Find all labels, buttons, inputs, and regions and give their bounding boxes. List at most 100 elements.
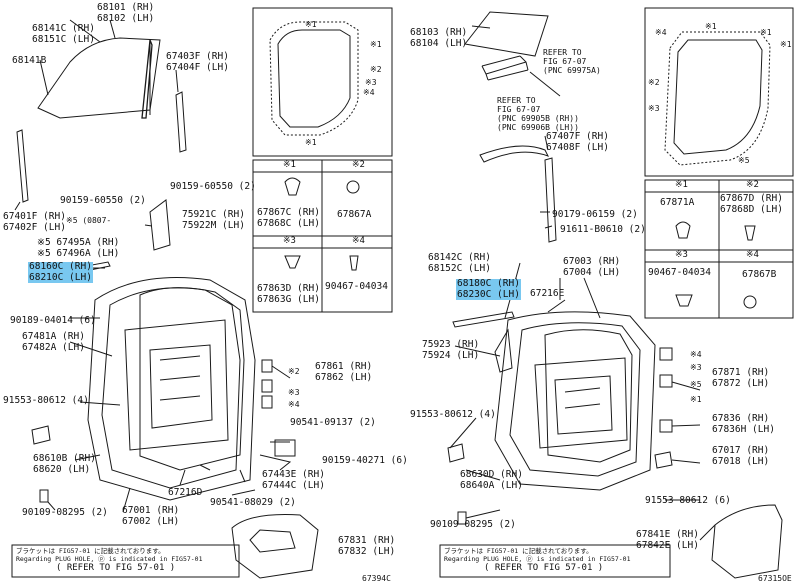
label-67481a: 67481A (RH) 67482A (LH): [22, 331, 85, 353]
right-run-channel: [479, 145, 550, 163]
table-right-part-1: 67871A: [660, 197, 695, 208]
left-door-glass: [37, 37, 161, 119]
table-right-part-2: 67867D (RH) 67868D (LH): [720, 193, 783, 215]
label-90541-b: 90541-08029 (2): [210, 497, 296, 508]
callout-3: ※3: [648, 104, 660, 113]
label-91553-a: 91553-80612 (4): [410, 409, 496, 420]
label-67443e: 67443E (RH) 67444C (LH): [262, 469, 325, 491]
note-right-jp: ブラケットは FIG57-01 に記載されております。: [444, 547, 593, 555]
label-90159-b: 90159-60550 (2): [170, 181, 256, 192]
label-90109: 90109-08295 (2): [22, 507, 108, 518]
label-91611: 91611-B0610 (2): [560, 224, 646, 235]
callout-4: ※4: [655, 28, 667, 37]
note-left-jp: ブラケットは FIG57-01 に記載されております。: [16, 547, 165, 555]
label-67403f: 67403F (RH) 67404F (LH): [166, 51, 229, 73]
label-67871: 67871 (RH) 67872 (LH): [712, 367, 770, 389]
table-left-part-3: 67863D (RH) 67863G (LH): [257, 283, 320, 305]
label-91553-b: 91553-80612 (6): [645, 495, 731, 506]
note-left-en: Regarding PLUG HOLE, ⓟ is indicated in F…: [16, 555, 203, 563]
right-service-cover: [711, 504, 783, 579]
left-service-cover: [231, 514, 319, 579]
callout-1: ※1: [305, 20, 317, 29]
label-68160c-highlighted[interactable]: 68160C (RH) 68210C (LH): [28, 261, 93, 283]
label-91553: 91553-80612 (4): [3, 395, 89, 406]
label-90189: 90189-04014 (6): [10, 315, 96, 326]
table-right-part-3: 90467-04034: [648, 267, 711, 278]
label-75921c: 75921C (RH) 75922M (LH): [182, 209, 245, 231]
refer-69975a: REFER TO FIG 67-07 (PNC 69975A): [543, 48, 601, 75]
label-67831: 67831 (RH) 67832 (LH): [338, 535, 396, 557]
table-left-part-4: 90467-04034: [325, 281, 388, 292]
callout-1: ※1: [760, 28, 772, 37]
table-right-h2: ※2: [746, 180, 759, 190]
label-67003: 67003 (RH) 67004 (LH): [563, 256, 621, 278]
right-belt-moulding: [452, 311, 515, 328]
right-door-outer: [494, 311, 656, 491]
label-67841e: 67841E (RH) 67842E (LH): [636, 529, 699, 551]
callout-1: ※1: [305, 138, 317, 147]
table-left-part-2: 67867A: [337, 209, 372, 220]
note-left: ブラケットは FIG57-01 に記載されております。 Regarding PL…: [16, 547, 238, 574]
callout-3: ※3: [690, 363, 702, 372]
callout-1: ※1: [690, 395, 702, 404]
label-68103: 68103 (RH) 68104 (LH): [410, 27, 468, 49]
label-90179: 90179-06159 (2): [552, 209, 638, 220]
label-67216d: 67216D: [168, 487, 203, 498]
table-left-h4: ※4: [352, 236, 365, 246]
label-68101: 68101 (RH) 68102 (LH): [97, 2, 155, 24]
left-inset-frame: [252, 7, 393, 157]
label-90541-a: 90541-09137 (2): [290, 417, 376, 428]
label-67407f: 67407F (RH) 67408F (LH): [546, 131, 609, 153]
label-67836: 67836 (RH) 67836H (LH): [712, 413, 775, 435]
table-left-h3: ※3: [283, 236, 296, 246]
label-68180c-highlighted[interactable]: 68180C (RH) 68230C (LH): [456, 278, 521, 300]
note-right: ブラケットは FIG57-01 に記載されております。 Regarding PL…: [444, 547, 669, 574]
right-door-glass: [464, 11, 549, 57]
right-inset-frame: [644, 7, 794, 177]
diagram-code-right: 67315OE: [758, 574, 792, 583]
refer-69905b: REFER TO FIG 67-07 (PNC 69905B (RH)) (PN…: [497, 96, 579, 132]
label-68141c: 68141C (RH) 68151C (LH): [32, 23, 95, 45]
label-67216e: 67216E: [530, 288, 565, 299]
callout-4: ※4: [690, 350, 702, 359]
callout-2: ※2: [370, 65, 382, 74]
callout-4: ※4: [363, 88, 375, 97]
callout-3: ※3: [288, 388, 300, 397]
label-75923: 75923 (RH) 75924 (LH): [422, 339, 480, 361]
label-68141b: 68141B: [12, 55, 47, 66]
label-67861: 67861 (RH) 67862 (LH): [315, 361, 373, 383]
callout-3: ※3: [365, 78, 377, 87]
note-right-en: Regarding PLUG HOLE, ⓟ is indicated in F…: [444, 555, 631, 563]
label-68630d: 68630D (RH) 68640A (LH): [460, 469, 523, 491]
callout-5: ※5: [690, 380, 702, 389]
callout-5: ※5: [738, 156, 750, 165]
label-90159-a: 90159-60550 (2): [60, 195, 146, 206]
label-90109-right: 90109-08295 (2): [430, 519, 516, 530]
left-run-channel: [16, 129, 29, 203]
callout-2: ※2: [288, 367, 300, 376]
callout-2: ※2: [648, 78, 660, 87]
table-left-h2: ※2: [352, 160, 365, 170]
callout-4: ※4: [288, 400, 300, 409]
callout-1: ※1: [705, 22, 717, 31]
table-right-h1: ※1: [675, 180, 688, 190]
table-left-part-1: 67867C (RH) 67868C (LH): [257, 207, 320, 229]
table-right-h3: ※3: [675, 250, 688, 260]
label-67401f: 67401F (RH) 67402F (LH): [3, 211, 66, 233]
diagram-code-left: 67394C: [362, 574, 391, 583]
note-5: ※5 (0807-: [66, 216, 112, 225]
note-left-ref: ( REFER TO FIG 57-01 ): [56, 563, 176, 573]
table-left-h1: ※1: [283, 160, 296, 170]
callout-1: ※1: [780, 40, 792, 49]
label-67495a: ※5 67495A (RH) ※5 67496A (LH): [37, 237, 120, 259]
label-67017: 67017 (RH) 67018 (LH): [712, 445, 770, 467]
table-right-part-4: 67867B: [742, 269, 777, 280]
table-right-h4: ※4: [746, 250, 759, 260]
callout-1: ※1: [370, 40, 382, 49]
left-window-frame: [141, 39, 153, 119]
label-67001: 67001 (RH) 67002 (LH): [122, 505, 180, 527]
label-68610b: 68610B (RH) 68620 (LH): [33, 453, 96, 475]
left-door-outer: [87, 277, 256, 501]
label-68142c: 68142C (RH) 68152C (LH): [428, 252, 491, 274]
